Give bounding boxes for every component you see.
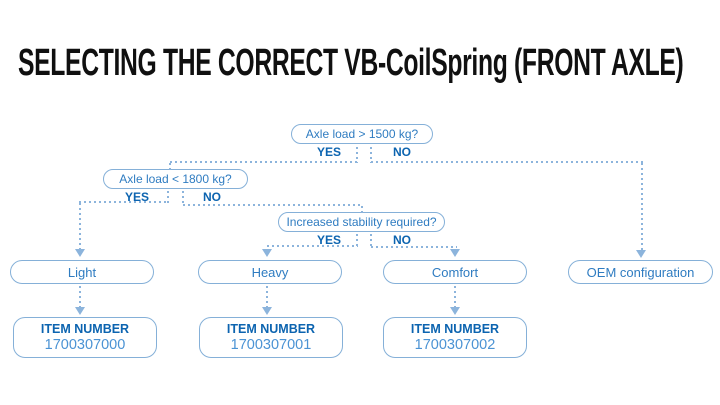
connector-light-to-item: [79, 286, 81, 308]
decision-axle-load-1500: Axle load > 1500 kg?: [291, 124, 433, 144]
decision-increased-stability: Increased stability required?: [278, 212, 445, 232]
item-number-value: 1700307002: [414, 336, 496, 353]
connector-q2-yes-horizontal: [79, 201, 169, 203]
connector-q1-no-horizontal: [371, 161, 643, 163]
branch-yes-label: YES: [124, 190, 149, 204]
connector-to-light: [79, 203, 81, 249]
connector-to-oem: [641, 163, 643, 250]
item-number-box-2: ITEM NUMBER 1700307001: [199, 317, 343, 358]
arrow-down-icon: [262, 249, 272, 257]
connector-q1-yes-horizontal: [170, 161, 358, 163]
connector-heavy-to-item: [266, 286, 268, 308]
arrow-down-icon: [636, 250, 646, 258]
decision-axle-load-1800: Axle load < 1800 kg?: [103, 169, 248, 189]
branch-no-label: NO: [393, 233, 411, 247]
page-title: SELECTING THE CORRECT VB-CoilSpring (FRO…: [18, 42, 684, 84]
outcome-heavy: Heavy: [198, 260, 342, 284]
connector-q1-no-drop: [370, 147, 372, 163]
arrow-down-icon: [450, 307, 460, 315]
item-number-box-3: ITEM NUMBER 1700307002: [383, 317, 527, 358]
item-number-box-1: ITEM NUMBER 1700307000: [13, 317, 157, 358]
outcome-comfort: Comfort: [383, 260, 527, 284]
item-number-label: ITEM NUMBER: [40, 322, 130, 336]
arrow-down-icon: [262, 307, 272, 315]
connector-q1-yes-drop: [356, 147, 358, 163]
branch-no-label: NO: [393, 145, 411, 159]
branch-yes-label: YES: [316, 145, 341, 159]
decision-label: Increased stability required?: [286, 215, 437, 229]
connector-into-q2: [169, 163, 171, 171]
branch-no-label: NO: [203, 190, 221, 204]
item-number-label: ITEM NUMBER: [410, 322, 500, 336]
connector-q2-yes-drop: [167, 191, 169, 203]
branch-yes-label: YES: [316, 233, 341, 247]
decision-label: Axle load > 1500 kg?: [305, 127, 419, 141]
item-number-label: ITEM NUMBER: [226, 322, 316, 336]
connector-q2-no-horizontal: [183, 204, 363, 206]
connector-q3-no-horizontal: [371, 246, 457, 248]
outcome-oem-configuration: OEM configuration: [568, 260, 713, 284]
connector-into-q3: [361, 206, 363, 214]
arrow-down-icon: [450, 249, 460, 257]
connector-q3-no-drop: [370, 234, 372, 248]
item-number-value: 1700307000: [44, 336, 126, 353]
decision-label: Axle load < 1800 kg?: [119, 172, 232, 186]
outcome-light: Light: [10, 260, 154, 284]
item-number-value: 1700307001: [230, 336, 312, 353]
connector-q2-no-drop: [182, 191, 184, 206]
connector-q3-yes-drop: [356, 234, 358, 247]
arrow-down-icon: [75, 249, 85, 257]
arrow-down-icon: [75, 307, 85, 315]
connector-comfort-to-item: [454, 286, 456, 308]
connector-q3-yes-horizontal: [267, 245, 358, 247]
